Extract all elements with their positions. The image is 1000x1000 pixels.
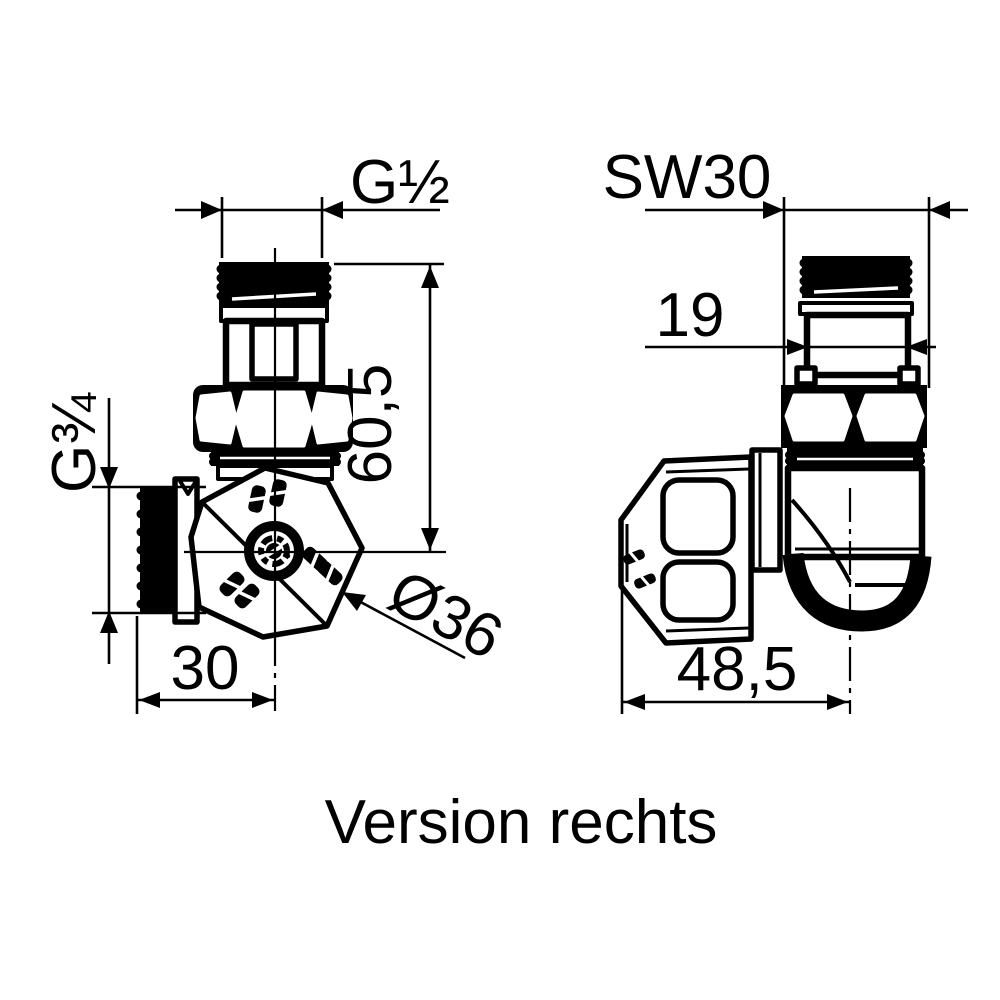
right-handwheel-cap xyxy=(618,454,754,646)
dim-diameter-36: Ø36 xyxy=(341,557,514,673)
right-washer xyxy=(798,301,914,316)
dim-label-19: 19 xyxy=(656,281,725,350)
right-top-thread xyxy=(799,256,913,298)
dim-19: 19 xyxy=(645,281,936,355)
right-elbow-outer-wall xyxy=(782,552,932,632)
right-view-dimensions: SW30 19 48,5 xyxy=(603,143,968,714)
right-elbow-inner-arc xyxy=(790,498,852,583)
dim-label-48-5: 48,5 xyxy=(677,635,798,704)
dim-label-sw30: SW30 xyxy=(603,143,772,212)
left-flange-notch xyxy=(178,479,198,496)
dim-height-60-5: 60,5 xyxy=(334,262,444,552)
left-side-thread xyxy=(136,487,176,613)
dim-label-30: 30 xyxy=(171,634,240,703)
left-body-knurl-marks xyxy=(219,479,343,609)
dim-48-5: 48,5 xyxy=(620,584,850,714)
caption-version: Version rechts xyxy=(325,788,718,857)
right-cap-flange xyxy=(749,447,783,573)
dim-width-30: 30 xyxy=(135,616,275,714)
dim-sw30: SW30 xyxy=(603,143,968,388)
left-hex-nut xyxy=(193,385,353,452)
right-valve-side-view xyxy=(618,256,932,714)
right-nipple-pipe xyxy=(803,311,912,379)
left-valve-front-view xyxy=(136,248,446,714)
right-hex-nut xyxy=(781,385,927,448)
right-thread-band xyxy=(785,448,925,466)
dim-label-60-5: 60,5 xyxy=(336,364,405,485)
dim-g34: G¾ xyxy=(40,392,206,664)
dim-g12: G½ xyxy=(175,148,450,258)
right-valve-body xyxy=(784,464,926,561)
dim-label-g12: G½ xyxy=(350,148,450,217)
dim-label-g34: G¾ xyxy=(40,392,109,493)
dim-label-o36: Ø36 xyxy=(378,557,514,673)
right-pipe-foot-left xyxy=(794,365,818,387)
right-pipe-foot-right xyxy=(897,365,921,387)
